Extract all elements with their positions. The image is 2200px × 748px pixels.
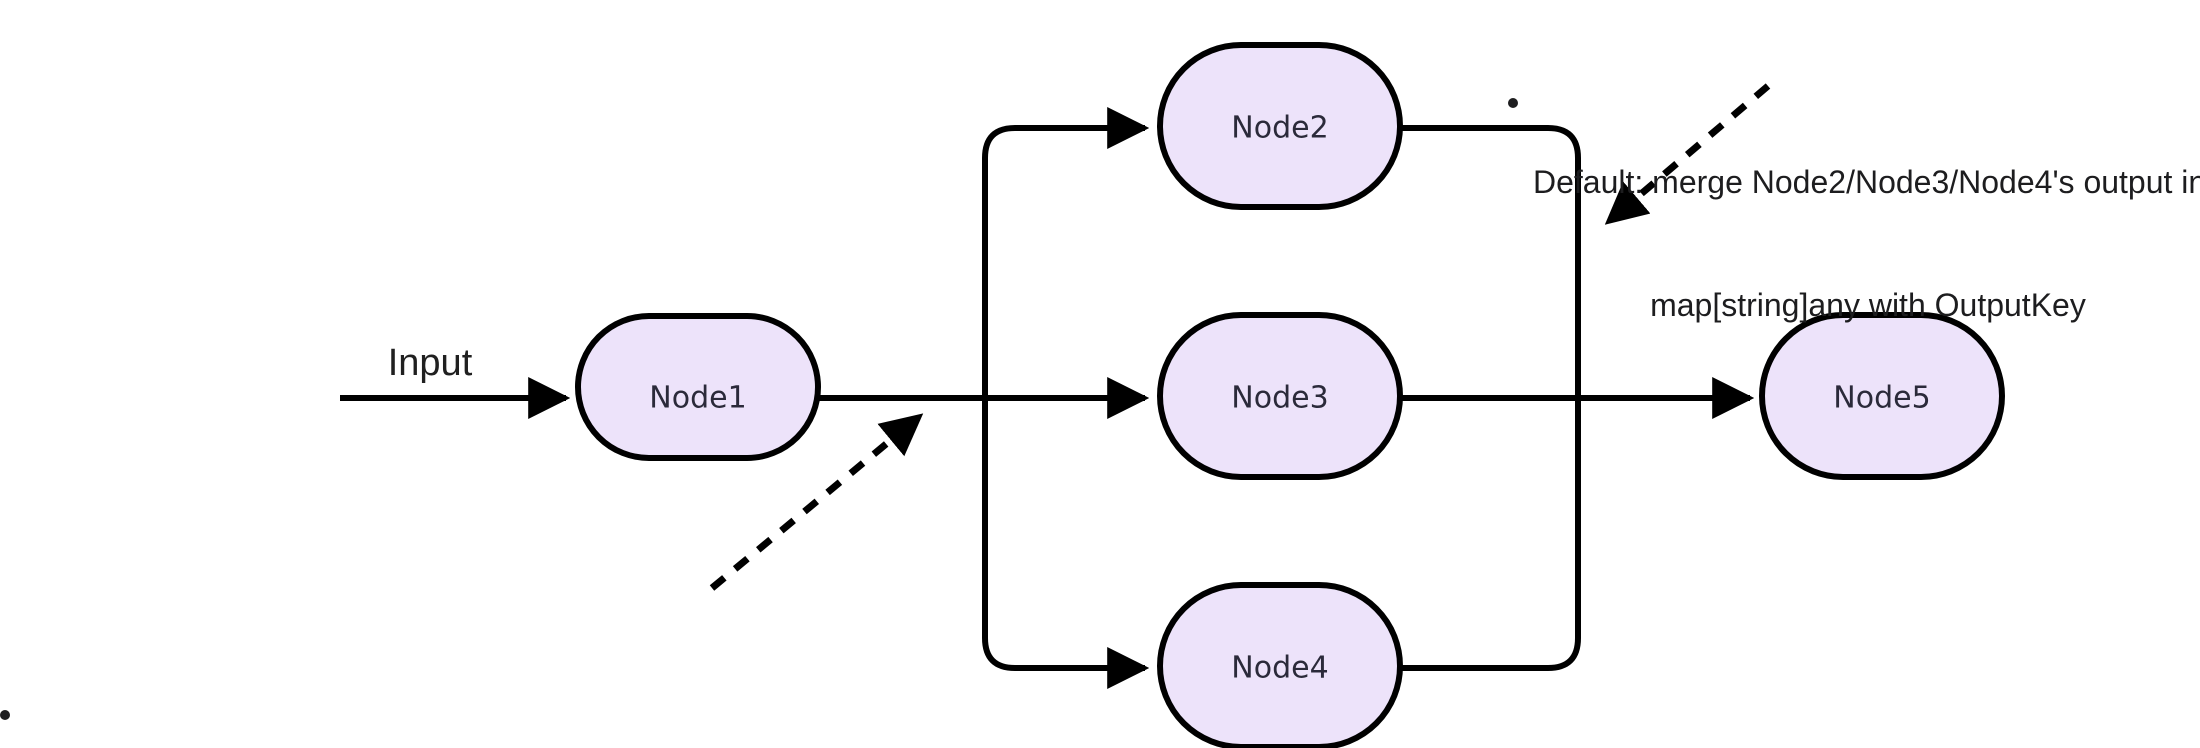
edge-line xyxy=(1400,398,1581,671)
bullet-dot-icon xyxy=(1508,97,1518,108)
annotation-bullet-text: Default: merge Node2/Node3/Node4's outpu… xyxy=(1533,80,2200,408)
node-node2[interactable]: Node2 xyxy=(1157,42,1403,210)
dashed-arrow-line xyxy=(709,413,924,591)
dashed-arrow-icon-to-node1-output xyxy=(709,413,924,591)
node-shape[interactable] xyxy=(1157,42,1403,210)
node-node5[interactable]: Node5 xyxy=(1759,312,2005,480)
node-label: Node4 xyxy=(1231,651,1328,686)
edge-split-to-node2 xyxy=(982,107,1150,398)
annotation-bullet-item: Default: Assign Node1's output to Node2/… xyxy=(0,692,900,748)
bullet-dot-icon xyxy=(0,709,10,720)
edge-label-input: Input xyxy=(388,342,473,384)
annotation-line-2: map[string]any with OutputKey xyxy=(1650,286,2086,323)
edge-line xyxy=(982,398,1150,689)
annotation-input-note: Default: Assign Node1's output to Node2/… xyxy=(0,610,900,748)
node-node3[interactable]: Node3 xyxy=(1157,312,1403,480)
node-label: Node1 xyxy=(649,381,746,416)
dashed-arrow-line xyxy=(1604,83,1771,225)
annotation-line-1: Default: merge Node2/Node3/Node4's outpu… xyxy=(1533,163,2200,200)
dashed-arrow-icon-to-merge xyxy=(1604,83,1771,225)
node-node1[interactable]: Node1 xyxy=(575,313,821,461)
node-label: Node3 xyxy=(1231,381,1328,416)
edge-line xyxy=(1400,125,1581,398)
edge-split-to-node4 xyxy=(982,398,1150,689)
edge-line xyxy=(982,107,1150,398)
node-node4[interactable]: Node4 xyxy=(1157,582,1403,748)
annotation-bullet-item: Default: merge Node2/Node3/Node4's outpu… xyxy=(1508,80,2200,408)
node-shape[interactable] xyxy=(575,313,821,461)
node-label: Node5 xyxy=(1833,381,1930,416)
node-label: Node2 xyxy=(1231,111,1328,146)
edge-node4-to-merge xyxy=(1400,398,1581,671)
annotation-merge-note: Default: merge Node2/Node3/Node4's outpu… xyxy=(1508,0,2200,489)
node-shape[interactable] xyxy=(1157,312,1403,480)
node-shape[interactable] xyxy=(1157,582,1403,748)
annotation-bullet-text: Default: Assign Node1's output to Node2/… xyxy=(25,692,807,748)
edge-node2-to-merge xyxy=(1400,125,1581,398)
node-shape[interactable] xyxy=(1759,312,2005,480)
